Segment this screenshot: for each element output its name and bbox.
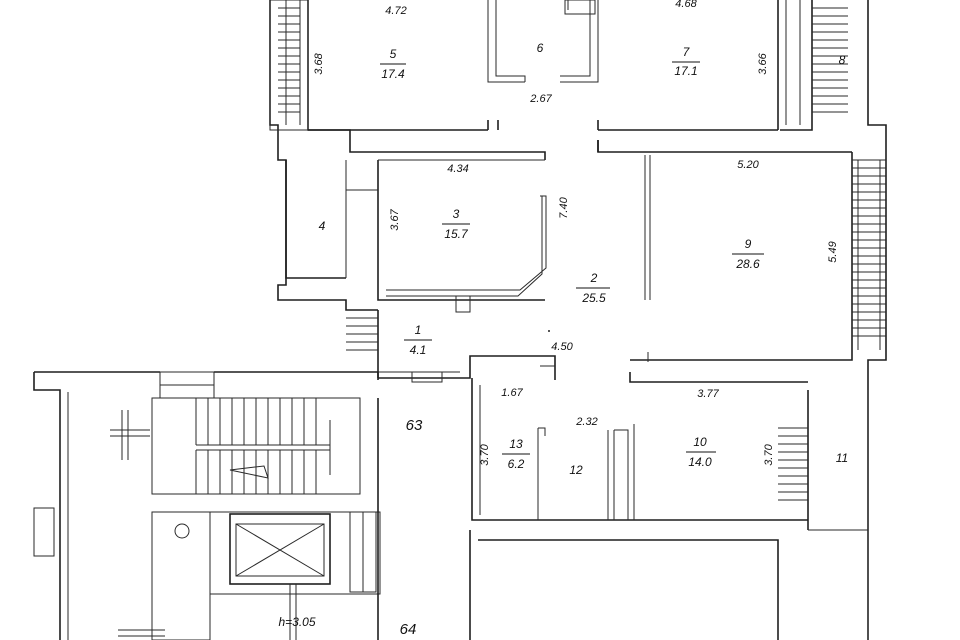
dim-room13-depth: 3.70: [479, 443, 491, 465]
room-7-area: 17.1: [674, 64, 697, 78]
room-3-walls: [377, 151, 547, 313]
room-10-area: 14.0: [688, 455, 712, 469]
lower-right-rooms: [469, 372, 868, 640]
room-7-number: 7: [683, 45, 691, 59]
room-11-number: 11: [836, 451, 848, 465]
room-5-number: 5: [390, 47, 397, 61]
section-64-label: 64: [400, 621, 417, 638]
room-2-area: 25.5: [581, 291, 606, 305]
dim-room12-width: 2.32: [575, 416, 597, 428]
dim-room10-width: 3.77: [697, 388, 719, 400]
room-3-number: 3: [453, 207, 460, 221]
room-9-area: 28.6: [735, 257, 760, 271]
dim-room3-depth: 3.67: [389, 208, 401, 230]
dim-room9-width: 5.20: [737, 159, 759, 171]
elevator-area: [118, 398, 381, 640]
dim-room2-width: 4.50: [551, 341, 573, 353]
top-rooms: [308, 0, 778, 131]
stair-treads-bottom: [195, 450, 317, 494]
room-10-number: 10: [693, 435, 707, 449]
ceiling-height-label: h=3.05: [278, 615, 315, 629]
room-8-number: 8: [839, 53, 846, 67]
room-2-number: 2: [590, 271, 598, 285]
room-6-number: 6: [537, 41, 544, 55]
windows: [278, 0, 886, 501]
room-1-area: 4.1: [410, 343, 427, 357]
dim-room3-width: 4.34: [447, 163, 468, 175]
room-1-number: 1: [415, 323, 422, 337]
room-13-area: 6.2: [508, 457, 525, 471]
room-3-area: 15.7: [444, 227, 469, 241]
room-12-number: 12: [569, 463, 583, 477]
room-1-walls: [377, 310, 556, 383]
dim-room9-depth: 5.49: [827, 241, 839, 262]
dim-room2-length: 7.40: [558, 196, 570, 218]
room-labels: 5 17.4 6 7 17.1 8 4 3 15.7 9 28.6 2 25.5…: [278, 41, 848, 638]
room-13-number: 13: [509, 437, 523, 451]
corridor-mark: [548, 330, 550, 332]
dim-room13-width: 1.67: [501, 387, 523, 399]
room-4-number: 4: [319, 219, 326, 233]
dim-room10-depth: 3.70: [763, 443, 775, 465]
room-9-walls: [597, 140, 853, 362]
room-5-area: 17.4: [381, 67, 405, 81]
dim-room6-width: 2.67: [529, 93, 552, 105]
stairwell: [110, 371, 361, 495]
dimension-labels: 4.72 3.68 4.68 3.66 2.67 4.34 3.67 7.40 …: [313, 0, 839, 466]
dim-room7-width: 4.68: [675, 0, 697, 10]
outer-walls: [33, 0, 887, 640]
dim-room5-depth: 3.68: [313, 52, 325, 74]
stair-treads-top: [195, 398, 317, 445]
dim-room7-depth: 3.66: [757, 52, 769, 74]
section-63-label: 63: [406, 417, 423, 434]
dim-room5-width: 4.72: [385, 5, 406, 17]
room-9-number: 9: [745, 237, 752, 251]
